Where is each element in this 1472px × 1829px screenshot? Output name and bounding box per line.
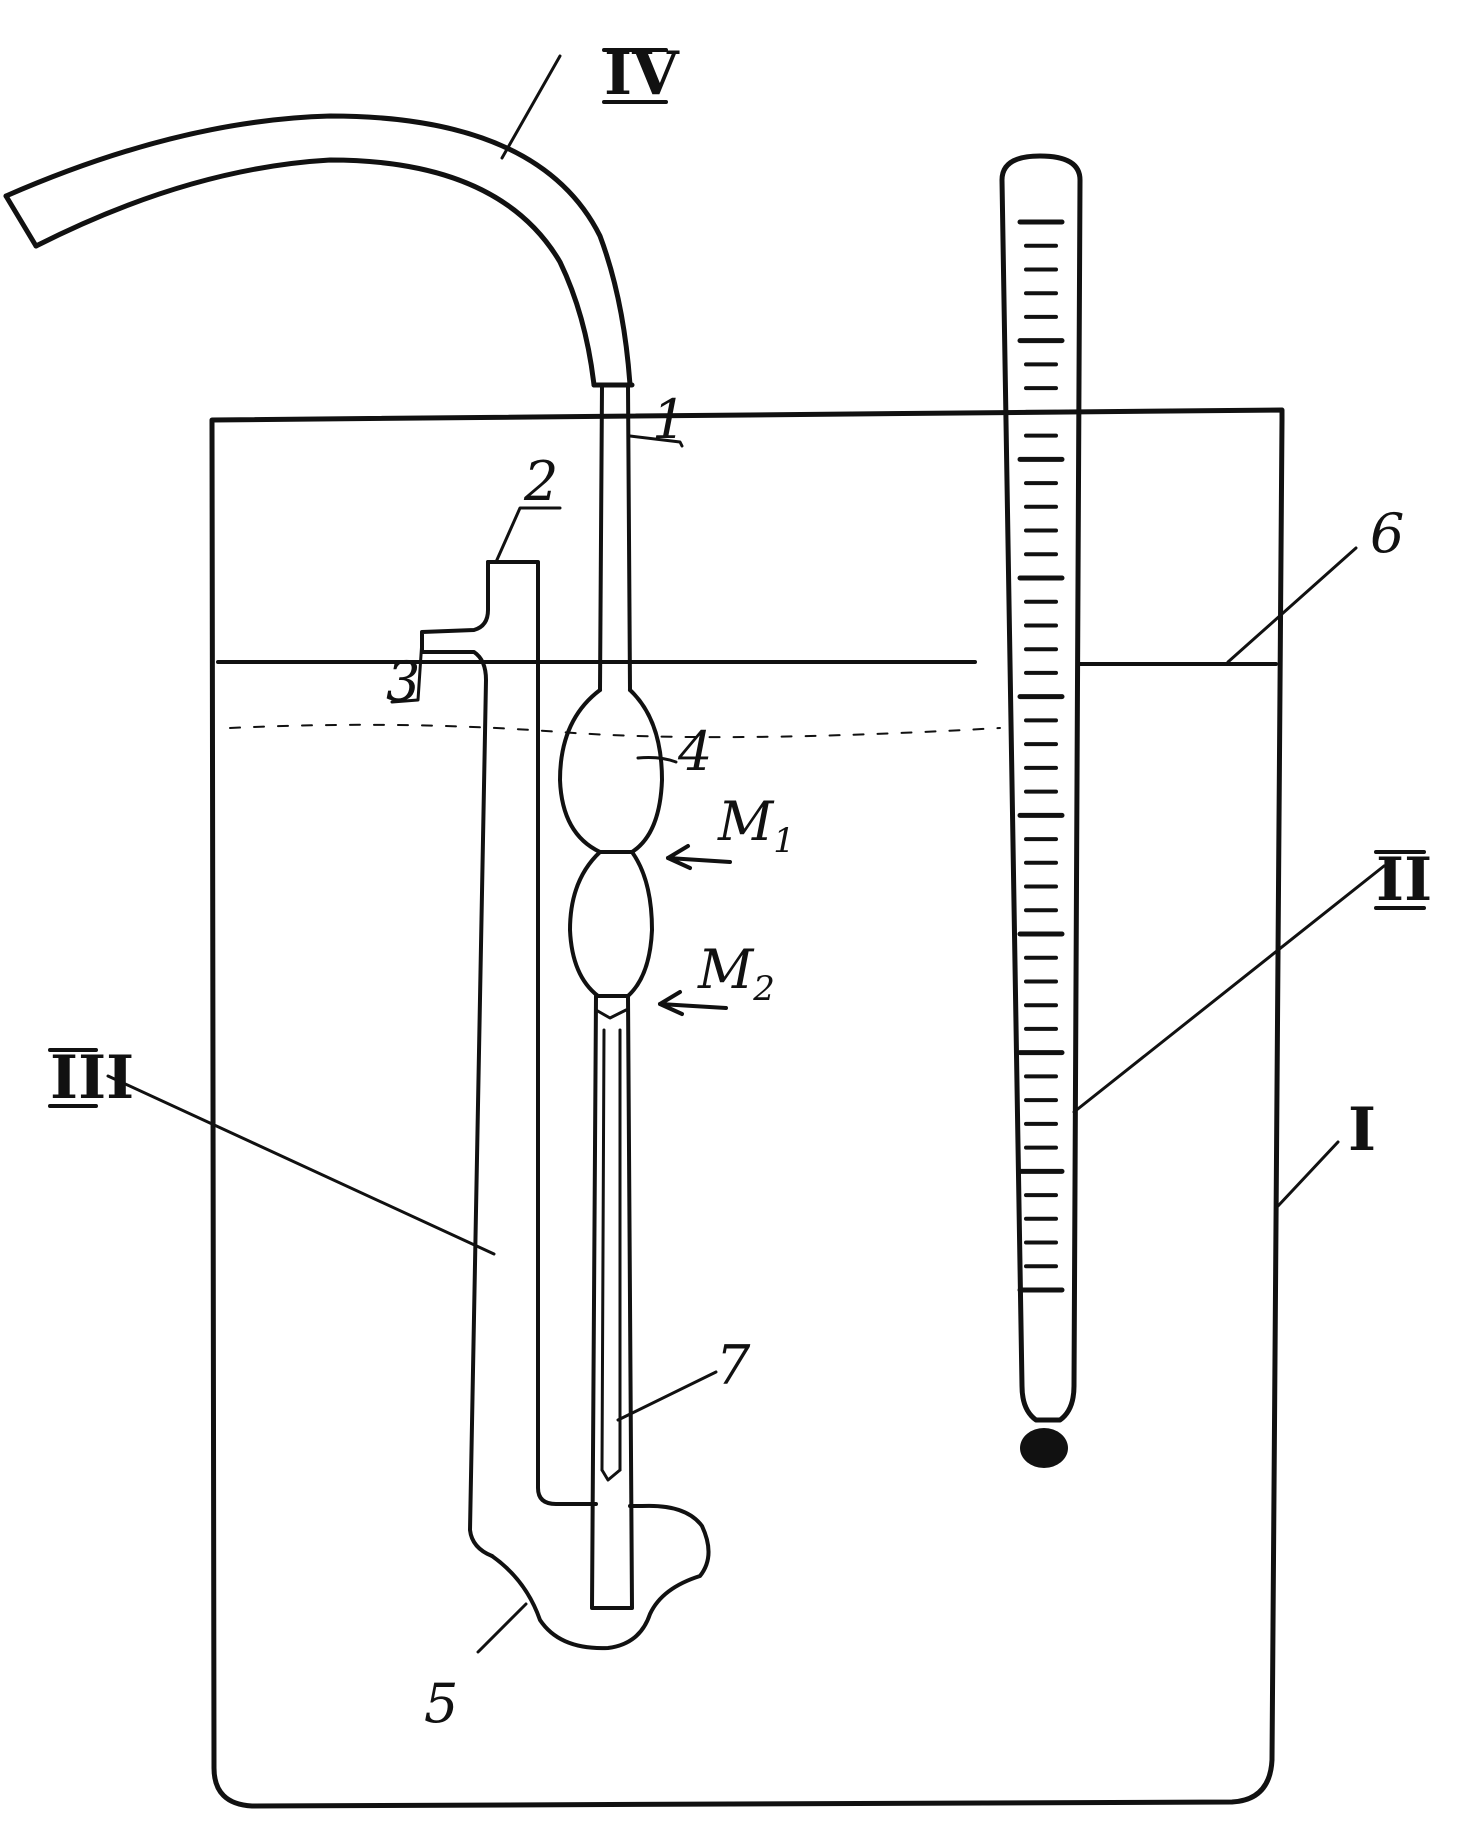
label-4: 4 [677, 720, 712, 783]
bath-vessel [209, 407, 1285, 1809]
label-M1: M1 [717, 790, 795, 861]
thermometer [999, 153, 1083, 1468]
label-7: 7 [716, 1334, 751, 1397]
label-II: II [1376, 845, 1432, 915]
rubber-hose [3, 113, 635, 388]
label-6: 6 [1370, 502, 1404, 565]
label-M2: M2 [697, 938, 775, 1009]
labels: 1 2 3 4 5 6 7 I II III IV M1 M2 [50, 39, 1432, 1735]
mark-arrows [658, 844, 732, 1016]
numeral-underlines [48, 48, 1426, 1108]
label-III: III [50, 1043, 134, 1113]
liquid-level-line [216, 660, 1278, 739]
leader-lines [106, 54, 1386, 1654]
label-5: 5 [424, 1672, 458, 1735]
thermometer-bulb [1020, 1428, 1068, 1468]
label-1: 1 [652, 388, 686, 451]
label-I: I [1348, 1095, 1376, 1165]
wide-tube [420, 560, 711, 1651]
thermometer-scale [1017, 219, 1065, 1293]
label-3: 3 [386, 650, 420, 713]
viscometer-tube [558, 384, 664, 1610]
label-2: 2 [523, 450, 558, 513]
